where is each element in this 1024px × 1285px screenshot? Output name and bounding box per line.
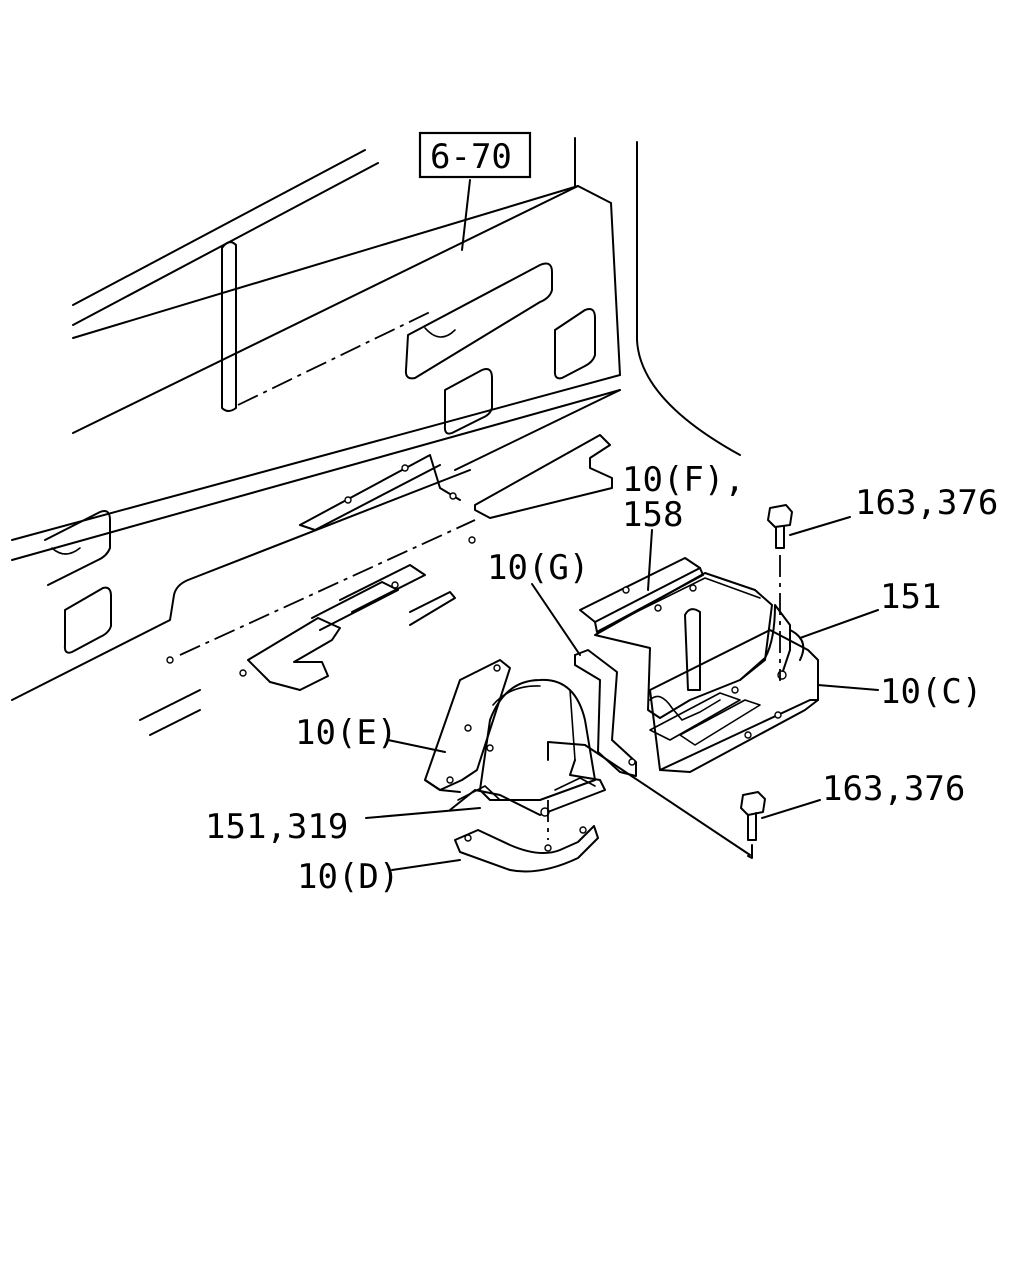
- leader-lines: [365, 516, 879, 871]
- callout-163-376-bottom[interactable]: 163,376: [822, 769, 965, 809]
- insulator-assembly-left: [424, 659, 606, 873]
- callout-10d[interactable]: 10(D): [297, 857, 399, 897]
- reference-box-label: 6-70: [430, 137, 512, 177]
- reference-box[interactable]: 6-70: [418, 131, 532, 179]
- callout-10g[interactable]: 10(G): [487, 548, 589, 588]
- callout-151[interactable]: 151: [880, 577, 941, 617]
- insulator-assembly-right: [574, 557, 819, 777]
- callout-10f[interactable]: 10(F),: [622, 460, 745, 500]
- bolt-top: [767, 504, 793, 680]
- cab-body-outline: [11, 137, 741, 736]
- callout-10e[interactable]: 10(E): [295, 713, 397, 753]
- reference-leader: [461, 179, 471, 251]
- callout-163-376-top[interactable]: 163,376: [855, 483, 998, 523]
- callout-158[interactable]: 158: [622, 495, 683, 535]
- callout-10c[interactable]: 10(C): [880, 672, 982, 712]
- bolt-bottom: [547, 744, 766, 859]
- callout-151-319[interactable]: 151,319: [205, 807, 348, 847]
